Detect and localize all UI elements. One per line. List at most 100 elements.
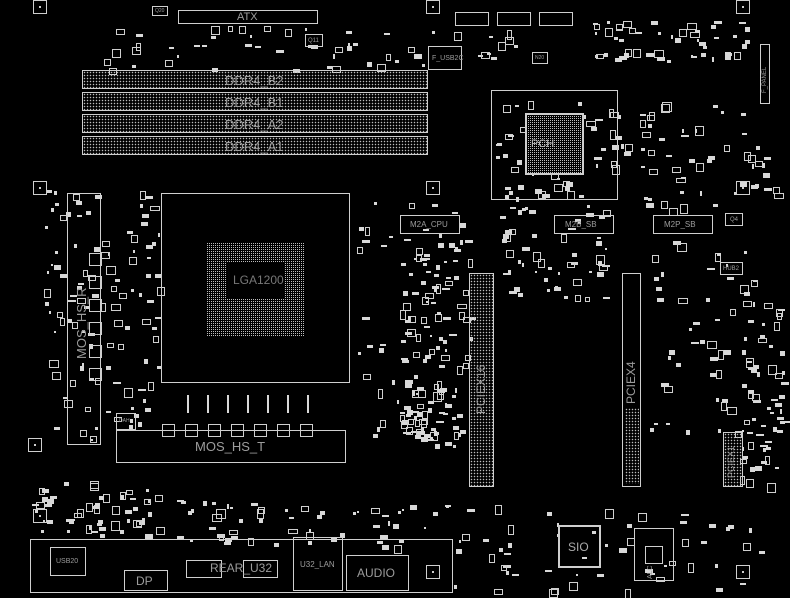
dimm-slot-b2[interactable]: DDR4_B2 bbox=[82, 70, 428, 89]
usb20-port[interactable]: USB20 bbox=[50, 547, 86, 576]
smd-pad bbox=[508, 543, 512, 548]
smd-pad bbox=[755, 161, 763, 167]
m2a-cpu-slot[interactable]: M2A_CPU bbox=[400, 215, 460, 234]
smd-pad bbox=[592, 531, 596, 534]
smd-pad bbox=[155, 317, 161, 319]
smd-pad bbox=[439, 234, 442, 238]
smd-pad bbox=[734, 52, 741, 60]
smd-pad bbox=[80, 366, 84, 371]
smd-pad bbox=[211, 26, 220, 35]
smd-pad bbox=[74, 513, 82, 518]
smd-pad bbox=[422, 411, 428, 419]
rear-usb-port[interactable] bbox=[186, 560, 222, 578]
atx-connector[interactable]: ATX bbox=[178, 10, 318, 24]
smd-pad bbox=[421, 317, 427, 324]
smd-pad bbox=[156, 527, 165, 535]
smd-pad bbox=[752, 394, 760, 401]
dimm-slot-b1[interactable]: DDR4_B1 bbox=[82, 92, 428, 111]
smd-pad bbox=[68, 319, 72, 323]
q11-component[interactable]: Q11 bbox=[305, 34, 323, 47]
smd-pad bbox=[569, 582, 578, 591]
pcie-x16-slot[interactable]: PCIEX16 bbox=[469, 273, 494, 487]
smd-pad bbox=[327, 66, 332, 69]
smd-pad bbox=[421, 281, 426, 285]
vrm-mosfet bbox=[89, 322, 102, 335]
cpu-socket[interactable]: LGA1200 bbox=[161, 193, 350, 383]
smd-pad bbox=[607, 21, 610, 24]
smd-pad bbox=[651, 21, 658, 25]
smd-pad bbox=[203, 501, 207, 506]
dp-port[interactable]: DP bbox=[124, 570, 168, 591]
smd-pad bbox=[699, 42, 706, 46]
smd-pad bbox=[131, 235, 138, 243]
audio-label: AUDIO bbox=[357, 566, 396, 580]
smd-pad bbox=[775, 403, 782, 407]
smd-pad bbox=[67, 530, 70, 533]
dimm-slot-a2[interactable]: DDR4_A2 bbox=[82, 114, 428, 133]
mounting-hole bbox=[426, 181, 440, 195]
audio-jack[interactable]: AUDIO bbox=[346, 555, 409, 591]
smd-pad bbox=[60, 318, 65, 326]
dimm-slot-a1[interactable]: DDR4_A1 bbox=[82, 136, 428, 155]
smd-pad bbox=[775, 373, 783, 379]
hub2-chip[interactable]: HUB2 bbox=[720, 262, 743, 275]
smd-pad bbox=[444, 261, 447, 263]
smd-pad bbox=[629, 28, 636, 34]
q20-component[interactable]: Q20 bbox=[152, 6, 168, 16]
smd-pad bbox=[773, 187, 780, 194]
smd-pad bbox=[255, 46, 261, 48]
smd-pad bbox=[274, 543, 279, 547]
smd-pad bbox=[407, 410, 413, 415]
smd-pad bbox=[764, 188, 772, 191]
smd-pad bbox=[426, 271, 431, 273]
smd-pad bbox=[320, 511, 325, 515]
smd-pad bbox=[742, 384, 747, 388]
smd-pad bbox=[438, 243, 444, 248]
smd-pad bbox=[405, 320, 410, 323]
fan-header[interactable] bbox=[539, 12, 573, 26]
q4-component[interactable]: Q4 bbox=[725, 213, 743, 226]
sio-chip[interactable]: SIO bbox=[558, 525, 601, 568]
smd-pad bbox=[501, 565, 507, 571]
smd-pad bbox=[417, 412, 422, 417]
smd-pad bbox=[597, 574, 604, 577]
smd-pad bbox=[483, 539, 489, 542]
fan-header[interactable] bbox=[497, 12, 531, 26]
smd-pad bbox=[707, 159, 712, 163]
smd-pad bbox=[126, 490, 133, 495]
rear-usb-port[interactable] bbox=[243, 560, 278, 578]
smd-pad bbox=[217, 534, 225, 538]
mounting-hole bbox=[33, 0, 47, 14]
smd-pad bbox=[721, 111, 724, 114]
smd-pad bbox=[740, 182, 747, 187]
smd-pad bbox=[677, 243, 687, 252]
usb-lan-port[interactable]: U32_LAN bbox=[293, 537, 343, 591]
dimm-label: DDR4_A1 bbox=[225, 139, 284, 154]
f-panel-header[interactable]: F_PANEL bbox=[760, 44, 770, 104]
smd-pad bbox=[697, 39, 699, 42]
dah-chip[interactable]: DAH bbox=[116, 413, 136, 430]
fan-header[interactable] bbox=[455, 12, 489, 26]
m2p-sb-slot[interactable]: M2P_SB bbox=[653, 215, 713, 234]
smd-pad bbox=[424, 258, 430, 260]
smd-pad bbox=[133, 507, 138, 511]
smd-pad bbox=[529, 210, 536, 214]
smd-pad bbox=[611, 161, 617, 168]
smd-pad bbox=[505, 37, 514, 45]
smd-pad bbox=[140, 204, 143, 208]
audio-codec-chip[interactable] bbox=[645, 546, 663, 564]
smd-pad bbox=[111, 286, 117, 292]
smd-pad bbox=[92, 531, 98, 533]
pch-chip[interactable]: PCH bbox=[525, 113, 584, 175]
smd-pad bbox=[421, 437, 428, 442]
n20-component[interactable]: N20 bbox=[532, 52, 548, 64]
pcie-x1-slot[interactable]: PCIEX1 bbox=[723, 432, 743, 487]
smd-pad bbox=[640, 120, 646, 128]
f-usb2c-header[interactable]: F_USB2C bbox=[428, 46, 464, 70]
smd-pad bbox=[767, 483, 776, 493]
smd-pad bbox=[596, 241, 602, 246]
smd-pad bbox=[228, 26, 233, 32]
pcie-x4-slot[interactable]: PCIEX4 bbox=[622, 273, 641, 487]
m2b-sb-slot[interactable]: M2B_SB bbox=[554, 215, 614, 234]
smd-pad bbox=[648, 198, 652, 201]
